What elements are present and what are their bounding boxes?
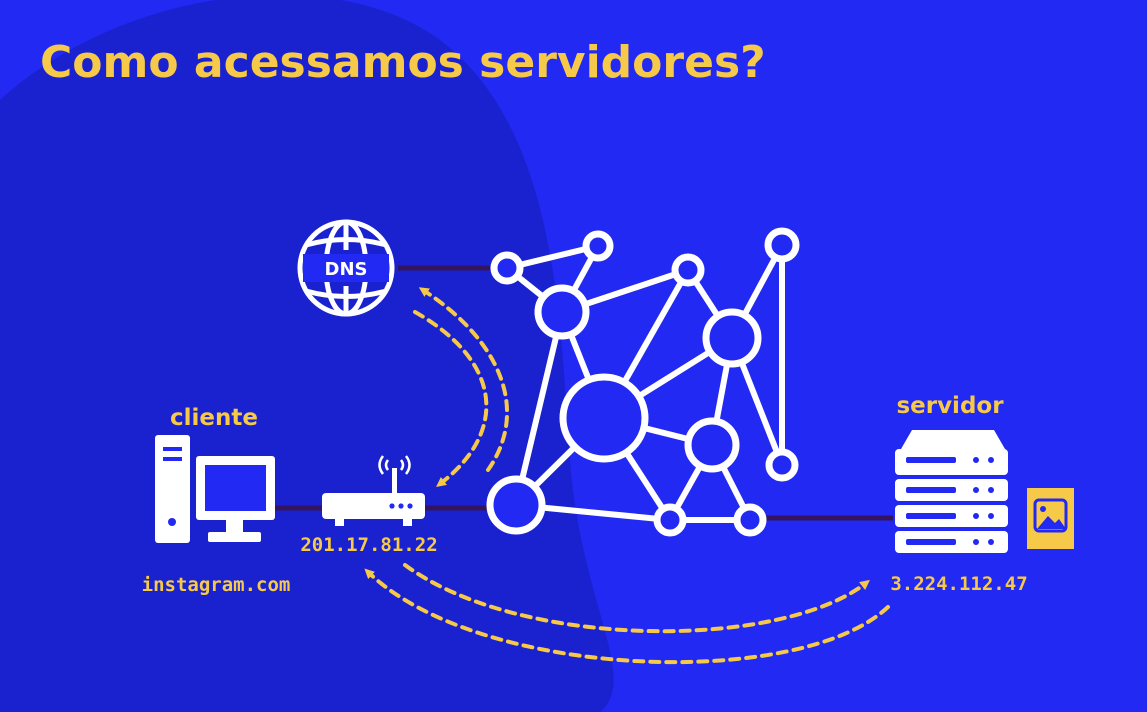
background-blob (0, 0, 614, 712)
server-label: servidor (896, 393, 1004, 419)
dns-globe-icon (297, 219, 395, 317)
dns-to-router-arrow (413, 310, 489, 488)
router-icon (322, 455, 425, 526)
server-to-router-arrow (364, 568, 890, 665)
request-arrows (364, 287, 890, 665)
router-to-server-arrow (403, 563, 870, 634)
page-title: Como acessamos servidores? (40, 37, 766, 88)
image-file-icon (1027, 488, 1074, 549)
network-mesh-icon (486, 227, 800, 537)
router-ip: 201.17.81.22 (300, 534, 437, 556)
client-label: cliente (170, 405, 258, 431)
client-domain: instagram.com (142, 574, 291, 596)
desktop-computer-icon (155, 435, 275, 543)
dns-label: DNS (325, 259, 368, 280)
server-rack-icon (895, 430, 1008, 553)
router-to-dns-arrow (418, 287, 510, 472)
server-ip: 3.224.112.47 (890, 573, 1027, 595)
